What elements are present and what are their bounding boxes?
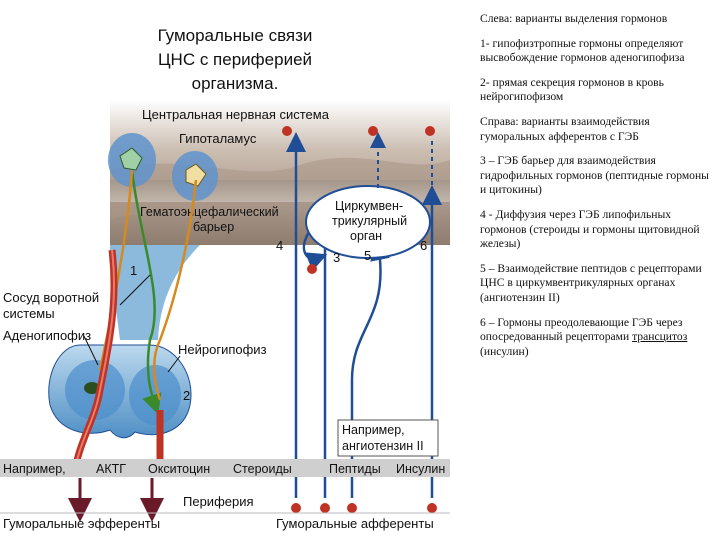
pituitary-stalk [110,245,200,340]
neuro-pointer [167,355,181,373]
receptor-dot-4 [307,264,317,274]
note-item-6-tail: (инсулин) [480,344,529,358]
neuron-cell-right [185,163,207,187]
number-5: 5 [364,248,371,263]
neuron-cell-left [119,147,143,171]
band-peptides: Пептиды [329,462,381,476]
example-line1: Например, [342,423,405,437]
portal-label-line1: Сосуд воротной [3,290,99,305]
note-left-intro: Слева: варианты выделения гормонов [480,12,668,25]
title-line-1: Гуморальные связи [157,26,313,45]
afferents-label: Гуморальные афференты [276,516,434,531]
portal-label-line2: системы [3,306,55,321]
example-line2: ангиотензин II [342,439,424,453]
band-insulin: Инсулин [396,462,445,476]
slide-title: Гуморальные связи ЦНС с периферией орган… [110,24,360,96]
note-right-intro: Справа: варианты взаимодействия гумораль… [480,114,650,143]
cvo-label-line3: орган [350,229,382,243]
circumventricular-organ [305,185,431,259]
bbb-label-line2: барьер [193,220,234,234]
afferent-dot-5 [347,503,357,513]
cns-label: Центральная нервная система [142,107,330,122]
number-2: 2 [183,388,190,403]
notes-panel: Слева: варианты выделения гормонов 1- ги… [480,12,712,369]
note-item-2: 2- прямая секреция гормонов в кровь нейр… [480,75,664,104]
note-item-6-text: 6 – Гормоны преодолевающие ГЭБ через опо… [480,315,683,344]
title-line-2: ЦНС с периферией [157,50,313,69]
note-item-6-term: трансцитоз [632,330,688,344]
number-4: 4 [276,238,283,253]
hypothalamus-label: Гипоталамус [179,131,257,146]
periphery-label: Периферия [183,494,254,509]
example-box [337,419,439,457]
orange-tract [153,179,198,401]
number-3: 3 [333,250,340,265]
gland-cell [84,382,100,394]
number-1: 1 [130,263,137,278]
receptor-dot-1 [282,126,292,136]
green-tract-1 [130,169,162,415]
receptor-dot-3 [425,126,435,136]
note-item-4: 4 - Диффузия через ГЭБ липофильных гормо… [480,207,700,251]
note-item-5: 5 – Взаимодействие пептидов с рецепторам… [480,261,702,304]
adenohypophysis-label: Аденогипофиз [3,328,91,343]
neurohypophysis-label: Нейрогипофиз [178,342,267,357]
band-steroids: Стероиды [233,462,292,476]
note-item-6: 6 – Гормоны преодолевающие ГЭБ через опо… [480,316,712,360]
portal-pointer [119,274,151,306]
hormone-band [0,459,450,477]
title-line-3: организма. [191,74,279,93]
band-acth: АКТГ [96,462,126,476]
afferent-dot-4 [291,503,301,513]
band-example: Например, [3,462,66,476]
note-item-3: 3 – ГЭБ барьер для взаимодействия гидроф… [480,154,709,197]
afferent-dot-6 [427,503,437,513]
adeno-pointer [83,335,99,366]
number-6: 6 [420,238,427,253]
bbb-label-line1: Гематоэнцефалический [140,205,279,219]
efferents-label: Гуморальные эфференты [3,516,160,531]
cvo-label-line1: Циркумвен- [335,199,403,213]
afferent-5-vessel [350,240,390,498]
band-oxytocin: Окситоцин [148,462,210,476]
afferent-dot-3 [320,503,330,513]
cvo-label-line2: трикулярный [332,214,407,228]
portal-vessel-inner [74,249,116,471]
note-item-1: 1- гипофизтропные гормоны определяют выс… [480,36,685,65]
receptor-dot-2 [368,126,378,136]
